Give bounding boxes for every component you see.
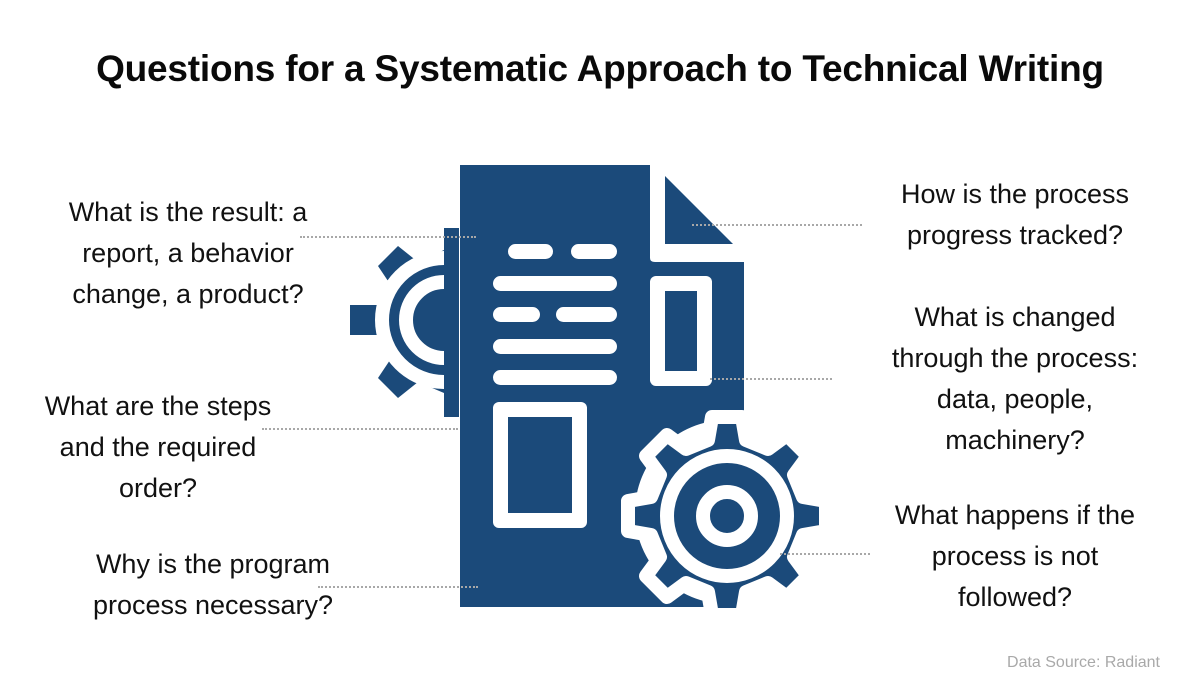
question-necessity: Why is the program process necessary? — [92, 549, 334, 620]
right-gear-icon — [621, 410, 833, 622]
question-steps: What are the steps and the required orde… — [44, 391, 272, 503]
connector-line-right-1 — [692, 224, 862, 226]
question-result: What is the result: a report, a behavior… — [68, 197, 308, 309]
connector-line-left-1 — [300, 236, 476, 238]
connector-line-right-2 — [710, 378, 832, 380]
connector-line-left-2 — [262, 428, 458, 430]
page-title: Questions for a Systematic Approach to T… — [96, 48, 1104, 89]
left-gear-icon — [350, 228, 459, 417]
connector-line-left-3 — [318, 586, 478, 588]
question-not-followed: What happens if the process is not follo… — [894, 500, 1136, 612]
question-what-changes: What is changed through the process: dat… — [891, 302, 1139, 455]
connector-line-right-3 — [780, 553, 870, 555]
question-progress-tracking: How is the process progress tracked? — [900, 179, 1130, 250]
data-source-label: Data Source: Radiant — [1007, 654, 1160, 671]
